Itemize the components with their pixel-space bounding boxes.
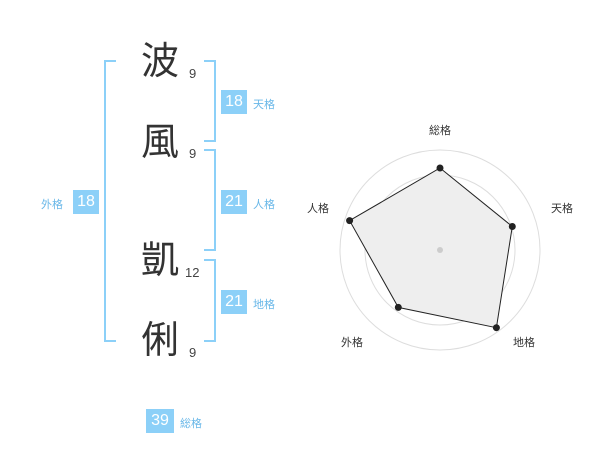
jinkaku-value: 21	[221, 190, 247, 214]
name-char-1: 波	[141, 39, 180, 83]
radar-point-4	[394, 303, 402, 311]
radar-points	[346, 164, 516, 332]
chikaku-label: 地格	[253, 298, 275, 311]
name-char-3: 凱	[141, 238, 180, 282]
gaikaku-value: 18	[73, 190, 99, 214]
name-char-4: 俐	[141, 318, 180, 362]
gaikaku-label: 外格	[41, 198, 63, 211]
stroke-count-1: 9	[189, 66, 197, 81]
radar-label-gaikaku: 外格	[341, 335, 363, 349]
gaikaku-bracket	[104, 60, 116, 342]
soukaku-label: 総格	[180, 417, 202, 430]
chikaku-value: 21	[221, 290, 247, 314]
name-char-2: 風	[141, 120, 180, 164]
tenkaku-bracket	[204, 60, 216, 142]
radar-point-5	[346, 217, 354, 225]
radar-point-3	[492, 324, 500, 332]
stroke-count-3: 12	[185, 265, 200, 280]
radar-label-tenkaku: 天格	[551, 201, 573, 215]
radar-chart: 総格 天格 地格 外格 人格	[307, 123, 573, 351]
radar-label-jinkaku: 人格	[307, 201, 329, 215]
radar-point-1	[436, 164, 444, 172]
radar-label-soukaku: 総格	[429, 123, 451, 137]
radar-ring	[339, 149, 541, 351]
jinkaku-bracket	[204, 149, 216, 251]
soukaku-value: 39	[146, 409, 174, 433]
radar-area	[348, 167, 513, 329]
jinkaku-label: 人格	[253, 198, 275, 211]
stroke-count-2: 9	[189, 146, 197, 161]
stroke-count-4: 9	[189, 345, 197, 360]
radar-label-chikaku: 地格	[513, 335, 535, 349]
radar-point-2	[508, 223, 516, 230]
tenkaku-value: 18	[221, 90, 247, 114]
tenkaku-label: 天格	[253, 98, 275, 111]
radar-center	[437, 247, 443, 253]
chikaku-bracket	[204, 259, 216, 342]
